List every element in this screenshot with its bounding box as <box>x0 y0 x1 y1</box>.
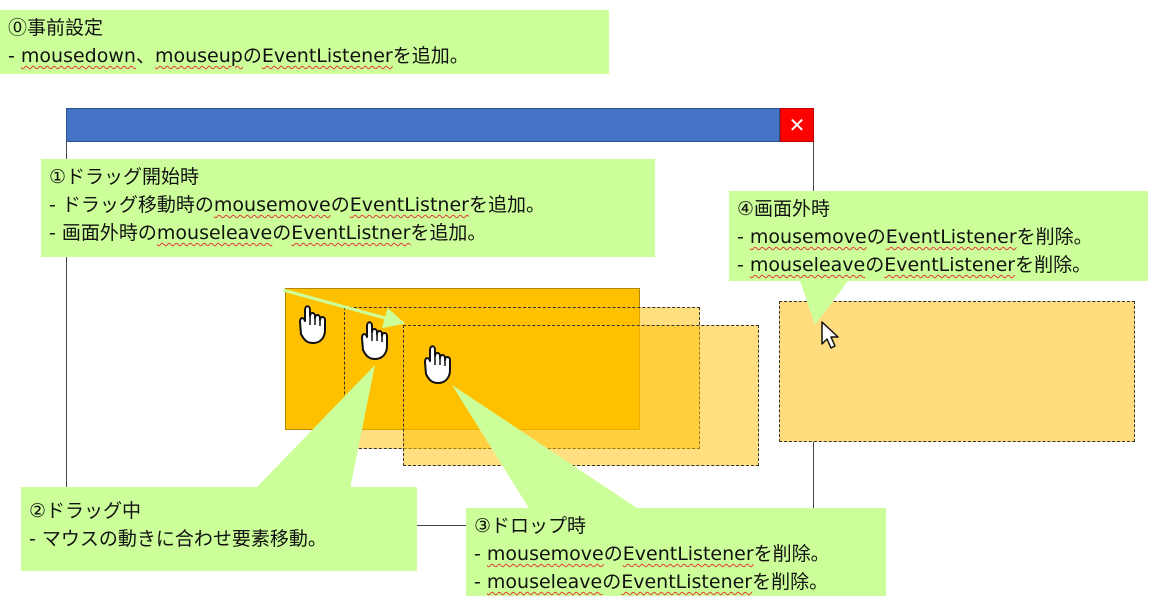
step0-line1: - mousedown、mouseupのEventListenerを追加。 <box>8 42 601 70</box>
step3-line2-b: EventListener <box>621 571 753 593</box>
step3-title: ③ドロップ時 <box>474 515 587 537</box>
step3-line1-b: EventListener <box>622 543 754 565</box>
step0-line1-suffix: を追加。 <box>392 45 469 67</box>
callout-step4: ④画面外時 - mousemoveのEventListenerを削除。 - mo… <box>729 191 1148 281</box>
window-titlebar[interactable] <box>66 108 780 142</box>
step4-line2-suffix: を削除。 <box>1015 254 1092 276</box>
step4-line1-b: EventListener <box>885 226 1017 248</box>
step0-line1-c: EventListener <box>261 45 393 67</box>
step1-line1-prefix: - ドラッグ移動時の <box>49 194 214 216</box>
step1-line2-no: の <box>272 222 292 244</box>
step2-title: ②ドラッグ中 <box>29 500 142 522</box>
step4-line1-a: mousemove <box>749 226 867 248</box>
step1-line1-suffix: を追加。 <box>468 194 545 216</box>
step4-line2-b: EventListener <box>884 254 1016 276</box>
callout-step3: ③ドロップ時 - mousemoveのEventListenerを削除。 - m… <box>466 508 886 596</box>
arrow-cursor-icon <box>821 321 839 349</box>
step1-line1-no: の <box>330 194 350 216</box>
step1-line2-suffix: を追加。 <box>410 222 487 244</box>
step3-line1-suffix: を削除。 <box>753 543 830 565</box>
step3-line2-prefix: - <box>474 571 487 593</box>
callout-step1: ①ドラッグ開始時 - ドラッグ移動時のmousemoveのEventListne… <box>41 159 655 257</box>
step2-callout-tail <box>255 365 375 489</box>
step4-callout-tail <box>800 281 848 325</box>
step3-line1: - mousemoveのEventListenerを削除。 <box>474 540 878 568</box>
step3-callout-tail <box>452 385 640 510</box>
step1-pointer-arrow <box>282 288 406 329</box>
step0-line1-no: の <box>242 45 262 67</box>
step0-title: ⓪事前設定 <box>8 17 104 39</box>
step1-line2-b: EventListner <box>291 222 411 244</box>
step1-line2: - 画面外時のmouseleaveのEventListnerを追加。 <box>49 219 647 247</box>
hand-pointer-icon <box>361 321 388 360</box>
step3-line2-suffix: を削除。 <box>752 571 829 593</box>
step0-line1-prefix: - <box>8 45 21 67</box>
step3-line1-a: mousemove <box>486 543 604 565</box>
hand-pointer-icon <box>299 305 326 344</box>
step4-line2-no: の <box>865 254 885 276</box>
callout-step2: ②ドラッグ中 - マウスの動きに合わせ要素移動。 <box>21 487 417 571</box>
step4-line1-suffix: を削除。 <box>1016 226 1093 248</box>
step4-line2-prefix: - <box>737 254 750 276</box>
close-icon: ✕ <box>788 113 806 137</box>
step4-line1-no: の <box>866 226 886 248</box>
step0-line1-sep: 、 <box>135 45 155 67</box>
step3-line2-no: の <box>602 571 622 593</box>
step3-line2-a: mouseleave <box>486 571 603 593</box>
step1-line1-a: mousemove <box>213 194 331 216</box>
step3-line1-no: の <box>603 543 623 565</box>
close-button[interactable]: ✕ <box>780 108 814 142</box>
step1-callout-tail <box>150 250 305 255</box>
step2-line1: - マウスの動きに合わせ要素移動。 <box>29 528 327 550</box>
drag-element-outside <box>779 301 1135 442</box>
step1-line1: - ドラッグ移動時のmousemoveのEventListnerを追加。 <box>49 191 647 219</box>
callout-step0: ⓪事前設定 - mousedown、mouseupのEventListenerを… <box>0 10 609 74</box>
step1-line1-b: EventListner <box>349 194 469 216</box>
step4-title: ④画面外時 <box>737 198 831 220</box>
step4-line2: - mouseleaveのEventListenerを削除。 <box>737 251 1140 279</box>
step0-line1-b: mouseup <box>154 45 243 67</box>
step0-line1-a: mousedown <box>20 45 136 67</box>
step3-line1-prefix: - <box>474 543 487 565</box>
step1-title: ①ドラッグ開始時 <box>49 166 200 188</box>
hand-pointer-icon <box>424 345 451 384</box>
step4-line2-a: mouseleave <box>749 254 866 276</box>
step1-line2-a: mouseleave <box>156 222 273 244</box>
step3-line2: - mouseleaveのEventListenerを削除。 <box>474 568 878 596</box>
step4-line1: - mousemoveのEventListenerを削除。 <box>737 223 1140 251</box>
step1-line2-prefix: - 画面外時の <box>49 222 157 244</box>
step4-line1-prefix: - <box>737 226 750 248</box>
